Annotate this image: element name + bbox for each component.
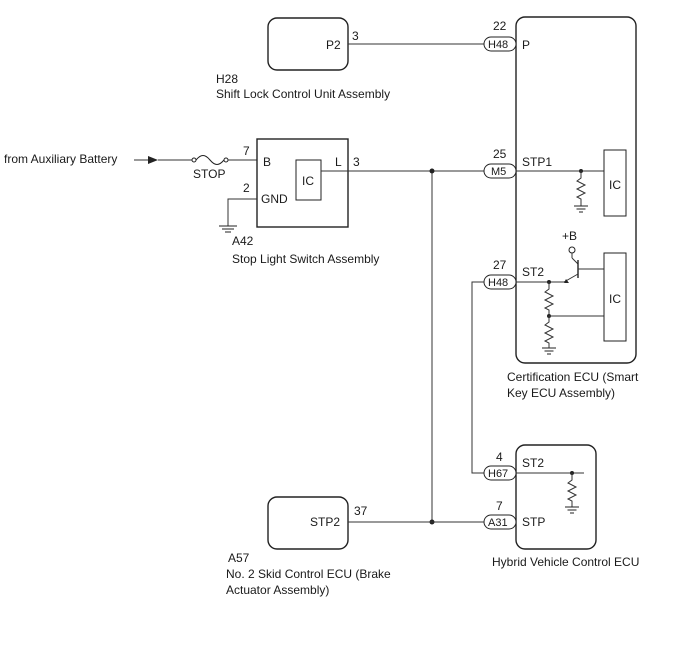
wire-st2-to-st2 — [471, 281, 484, 474]
cert-stp1-resistor-icon — [575, 171, 587, 206]
hybrid-stp-label: STP — [522, 515, 545, 529]
shift-lock-pin-label: P2 — [326, 38, 341, 52]
cert-stp1-num: 25 — [493, 147, 507, 161]
source-label: from Auxiliary Battery — [4, 152, 117, 166]
cert-ic2-box — [603, 252, 627, 342]
shift-lock-name: Shift Lock Control Unit Assembly — [216, 87, 390, 101]
stop-light-pin-l-num: 3 — [353, 155, 360, 169]
skid-code: A57 — [228, 551, 250, 565]
cert-st2-num: 27 — [493, 258, 507, 272]
hybrid-vehicle-control-ecu: 4 H67 ST2 7 A31 STP Hybrid Vehicle Contr… — [483, 444, 639, 569]
cert-st2-resistor-upper-icon — [543, 282, 555, 316]
skid-name-line1: No. 2 Skid Control ECU (Brake — [226, 567, 391, 581]
stop-light-pin-b-num: 7 — [243, 144, 250, 158]
skid-control-ecu: STP2 37 A57 No. 2 Skid Control ECU (Brak… — [226, 496, 391, 597]
hybrid-stp-num: 7 — [496, 499, 503, 513]
fuse-label: STOP — [193, 167, 225, 181]
hybrid-ecu-name: Hybrid Vehicle Control ECU — [492, 555, 639, 569]
certification-ecu: 22 H48 P 25 M5 STP1 IC 27 H48 ST2 — [483, 16, 639, 400]
junction-top — [429, 168, 435, 174]
hybrid-ecu-box — [515, 444, 597, 550]
stop-light-name: Stop Light Switch Assembly — [232, 252, 379, 266]
cert-ic1-label: IC — [609, 178, 621, 192]
shift-lock-pin-number: 3 — [352, 29, 359, 43]
stop-light-pin-gnd-num: 2 — [243, 181, 250, 195]
stop-light-switch: IC B 7 GND 2 L 3 A42 Stop Light Switch A… — [232, 138, 379, 266]
stop-light-ic-box — [295, 159, 322, 201]
skid-pin-label: STP2 — [310, 515, 340, 529]
fuse-terminal-left — [191, 157, 197, 163]
cert-plus-b: +B — [562, 229, 577, 243]
cert-st2-resistor-lower-icon — [543, 316, 555, 348]
hybrid-resistor-icon — [566, 473, 578, 507]
cert-p-connector — [483, 36, 517, 52]
skid-pin-number: 37 — [354, 504, 368, 518]
stop-light-code: A42 — [232, 234, 254, 248]
fuse-terminal-right — [223, 157, 229, 163]
cert-ic2-label: IC — [609, 292, 621, 306]
ground-icon — [219, 198, 257, 233]
cert-name-line2: Key ECU Assembly) — [507, 386, 615, 400]
cert-p-num: 22 — [493, 19, 507, 33]
shift-lock-code: H28 — [216, 72, 238, 86]
shift-lock-control-unit: P2 3 H28 Shift Lock Control Unit Assembl… — [216, 17, 390, 101]
fuse-icon — [195, 155, 225, 165]
source-arrow-icon — [148, 156, 158, 164]
hybrid-st2-conn: H67 — [488, 468, 508, 480]
cert-st2-conn: H48 — [488, 277, 508, 289]
cert-stp1-label: STP1 — [522, 155, 552, 169]
battery-source: from Auxiliary Battery STOP — [4, 152, 257, 181]
cert-p-conn: H48 — [488, 39, 508, 51]
transistor-icon — [563, 246, 604, 283]
stop-light-pin-l: L — [335, 155, 342, 169]
stop-light-ic-label: IC — [302, 174, 314, 188]
stop-light-pin-gnd: GND — [261, 192, 288, 206]
hybrid-st2-label: ST2 — [522, 456, 544, 470]
stop-light-pin-b: B — [263, 155, 271, 169]
cert-name-line1: Certification ECU (Smart — [507, 370, 639, 384]
hybrid-stp-conn: A31 — [488, 517, 508, 529]
cert-ic1-box — [603, 149, 627, 217]
cert-stp1-conn: M5 — [491, 166, 506, 178]
cert-p-label: P — [522, 38, 530, 52]
skid-ecu-box — [267, 496, 349, 550]
skid-name-line2: Actuator Assembly) — [226, 583, 329, 597]
cert-st2-label: ST2 — [522, 265, 544, 279]
hybrid-st2-num: 4 — [496, 450, 503, 464]
